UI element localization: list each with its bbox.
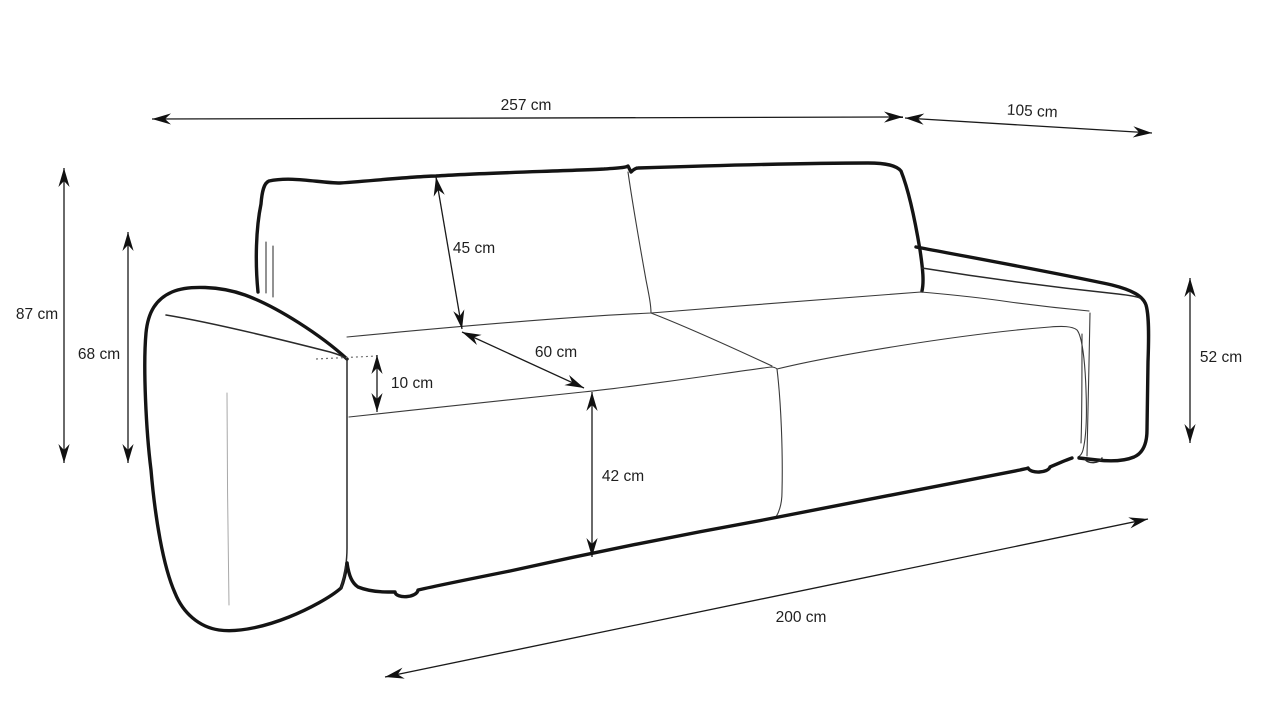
dimension-annotations: 257 cm 105 cm 87 cm 68 cm 45 cm 60 cm 10 cm 42 … bbox=[16, 97, 1242, 679]
dimension-total-depth: 105 cm bbox=[904, 102, 1153, 138]
dimension-arrowhead bbox=[1132, 126, 1152, 138]
dimension-backrest-height: 45 cm bbox=[433, 176, 495, 330]
dimension-label-total-depth: 105 cm bbox=[1006, 102, 1058, 122]
sofa-left-armrest-crease bbox=[226, 392, 230, 606]
dimension-arrowhead bbox=[1184, 278, 1196, 297]
dimension-arrowhead bbox=[385, 667, 405, 679]
dimension-arrowhead bbox=[1184, 424, 1196, 443]
dimension-arrowhead bbox=[1128, 517, 1148, 529]
sofa-left-armrest-inner-edge bbox=[340, 358, 348, 589]
sofa-left-seat-front-edge bbox=[348, 366, 778, 418]
dimension-label-armrest-height: 68 cm bbox=[78, 346, 120, 363]
dimension-arrowhead bbox=[152, 113, 172, 125]
sofa-armrest-level-dotted-line bbox=[315, 355, 378, 360]
sofa-back-pillow-split bbox=[627, 171, 652, 314]
dimension-arrowhead bbox=[586, 392, 598, 411]
dimension-arrowhead bbox=[122, 232, 134, 251]
dimension-arrowhead bbox=[58, 168, 70, 187]
sofa-right-armrest-inner-edge bbox=[1080, 333, 1083, 444]
dimension-arrowhead bbox=[586, 538, 598, 557]
dimension-arrowhead bbox=[462, 332, 482, 346]
sofa-back-pillows-outline bbox=[254, 161, 925, 294]
dimension-label-overall-width: 257 cm bbox=[501, 97, 552, 114]
dimension-seat-height: 42 cm bbox=[586, 392, 644, 557]
dimension-arrowhead bbox=[905, 113, 925, 125]
sofa-right-armrest-inner-edge bbox=[1086, 312, 1091, 457]
sofa-line-drawing bbox=[143, 161, 1151, 633]
dimension-seat-depth: 60 cm bbox=[461, 331, 585, 389]
dimension-total-height: 87 cm bbox=[16, 168, 70, 463]
dimension-label-backrest-height: 45 cm bbox=[453, 240, 495, 257]
dimension-line-front-length bbox=[384, 518, 1149, 678]
dimension-label-seat-height: 42 cm bbox=[602, 468, 644, 485]
sofa-seat-split-front bbox=[775, 368, 783, 518]
dimension-armrest-above-seat: 10 cm bbox=[371, 355, 433, 412]
dimension-armrest-height: 68 cm bbox=[78, 232, 134, 463]
dimension-arrowhead bbox=[58, 444, 70, 463]
dimension-arrowhead bbox=[453, 309, 465, 329]
dimension-overall-width: 257 cm bbox=[151, 97, 904, 125]
dimension-line-overall-width bbox=[151, 116, 904, 120]
sofa-left-armrest-top-face-line bbox=[165, 314, 348, 360]
dimension-label-seat-depth: 60 cm bbox=[535, 344, 577, 361]
dimension-line-seat-depth bbox=[461, 331, 585, 389]
dimension-line-backrest-height bbox=[435, 176, 463, 330]
dimension-label-armrest-above-seat: 10 cm bbox=[391, 375, 433, 392]
sofa-right-armrest-outline bbox=[914, 245, 1151, 463]
sofa-left-armrest-outline bbox=[143, 285, 349, 633]
sofa-right-armrest-foot bbox=[1084, 457, 1103, 464]
dimension-front-length: 200 cm bbox=[384, 517, 1149, 679]
dimension-line-total-depth bbox=[904, 117, 1153, 134]
sofa-right-armrest-top-face-line bbox=[921, 267, 1141, 299]
dimension-arrowhead bbox=[371, 393, 383, 412]
dimension-armrest-front-height: 52 cm bbox=[1184, 278, 1242, 443]
dimension-label-front-length: 200 cm bbox=[776, 609, 827, 626]
dimension-arrowhead bbox=[122, 444, 134, 463]
dimension-label-armrest-front-height: 52 cm bbox=[1200, 349, 1242, 366]
sofa-seat-back-line bbox=[346, 291, 1090, 338]
sofa-front-bottom-edge bbox=[345, 456, 1074, 599]
dimension-label-total-height: 87 cm bbox=[16, 306, 58, 323]
sofa-right-seat-front-edge bbox=[776, 325, 1087, 458]
dimension-arrowhead bbox=[433, 177, 445, 197]
dimension-arrowhead bbox=[371, 355, 383, 374]
sofa-seat-split-back bbox=[650, 312, 773, 367]
dimension-arrowhead bbox=[564, 374, 584, 388]
dimension-arrowhead bbox=[883, 111, 903, 123]
